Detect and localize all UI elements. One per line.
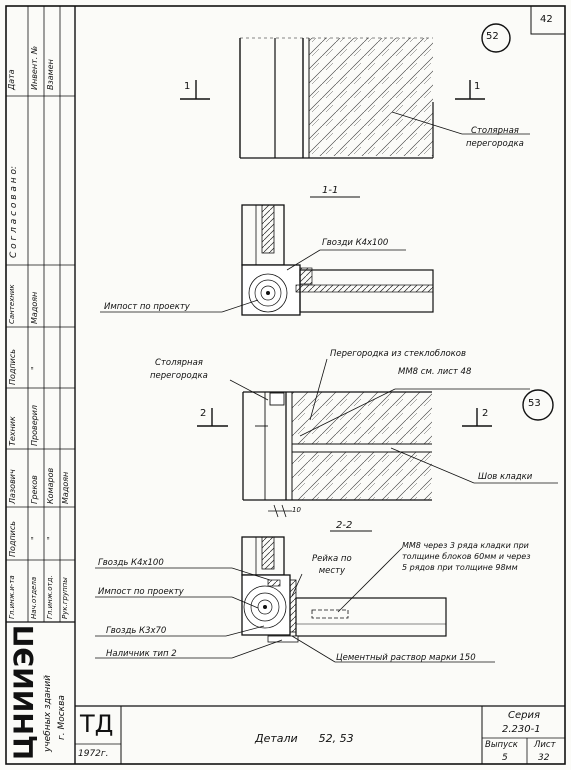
label-mm8-long: ММ8 через 3 ряда кладки при толщине блок… (402, 541, 531, 573)
sidebar-inv-no: Инвент. № (30, 45, 39, 90)
label-partition-53: Столярная перегородка (150, 358, 208, 381)
dimension-10: 10 (292, 506, 301, 514)
sidebar-proveril: Проверил (30, 404, 39, 446)
section-mark-2-right: 2 (482, 408, 489, 419)
detail-53-section (95, 530, 495, 663)
section-mark-1-left: 1 (184, 81, 191, 92)
section-mark-2-left: 2 (200, 408, 207, 419)
sheet-number: 42 (540, 14, 553, 25)
sidebar-gl-ing: Гл.инж.и-та (8, 575, 16, 619)
label-partition-top: Столярная перегородка (466, 126, 524, 149)
year: 1972г. (78, 749, 109, 759)
series-label: Серия (508, 710, 540, 721)
drawing-title: Детали 52, 53 (255, 732, 354, 745)
section-mark-1-right: 1 (474, 81, 481, 92)
series-value: 2.230-1 (502, 724, 541, 735)
sidebar-gl-inzh-otd: Гл.инж.отд. (46, 575, 54, 619)
sidebar-nach-otd: Нач.отдела (30, 576, 38, 619)
list-label: Лист (534, 740, 556, 750)
section-title-1-1: 1-1 (322, 185, 339, 196)
sidebar-ditto-2: " (30, 536, 39, 540)
label-impost-53: Импост по проекту (98, 587, 184, 597)
label-nail-k3: Гвоздь К3х70 (106, 626, 167, 636)
label-nail-k4: Гвоздь К4х100 (98, 558, 164, 568)
label-mm8: ММ8 см. лист 48 (398, 367, 472, 377)
label-nails: Гвозди К4х100 (322, 238, 389, 248)
detail-marker-53: 53 (528, 398, 541, 409)
sidebar-madoyan-2: Мадоян (61, 471, 70, 504)
sidebar-date: Дата (7, 69, 16, 90)
list-value: 32 (538, 753, 550, 763)
issue-label: Выпуск (485, 740, 518, 750)
label-glassblock: Перегородка из стеклоблоков (330, 349, 467, 359)
sidebar-podpis-2: Подпись (8, 521, 17, 557)
sidebar-ditto-1: " (30, 366, 39, 370)
sidebar-komarov: Комаров (46, 467, 55, 504)
sidebar-tehnik: Техник (8, 416, 17, 446)
detail-52-plan (180, 23, 530, 159)
sidebar-madoyan-1: Мадоян (30, 291, 39, 324)
issue-value: 5 (502, 753, 508, 763)
sidebar-replaces: Взамен (46, 59, 55, 90)
sidebar-grekov: Греков (30, 475, 39, 504)
outer-frame (5, 5, 566, 765)
sidebar-podpis-1: Подпись (8, 349, 17, 385)
org-city: г. Москва (57, 695, 67, 740)
label-casing: Наличник тип 2 (106, 649, 177, 659)
label-joint: Шов кладки (478, 472, 533, 482)
label-rail: Рейка по месту (312, 554, 352, 576)
sidebar-lazovich: Лазович (8, 469, 17, 504)
org-name: ЦНИИЭП (9, 624, 40, 760)
sidebar-santehnik: Сантехник (8, 284, 16, 324)
td-mark: ТД (80, 710, 114, 738)
label-cement: Цементный раствор марки 150 (336, 653, 476, 663)
sidebar-agreed: С о г л а с о в а н о: (9, 165, 19, 258)
detail-53-plan (197, 358, 558, 518)
section-title-2-2: 2-2 (336, 520, 353, 531)
org-subtitle: учебных зданий (43, 674, 53, 752)
detail-marker-52: 52 (486, 31, 499, 42)
detail-52-section (100, 196, 434, 316)
sidebar-ruk-gr: Рук.группы (61, 577, 69, 619)
sidebar-ditto-3: " (46, 536, 55, 540)
label-impost-52: Импост по проекту (104, 302, 190, 312)
